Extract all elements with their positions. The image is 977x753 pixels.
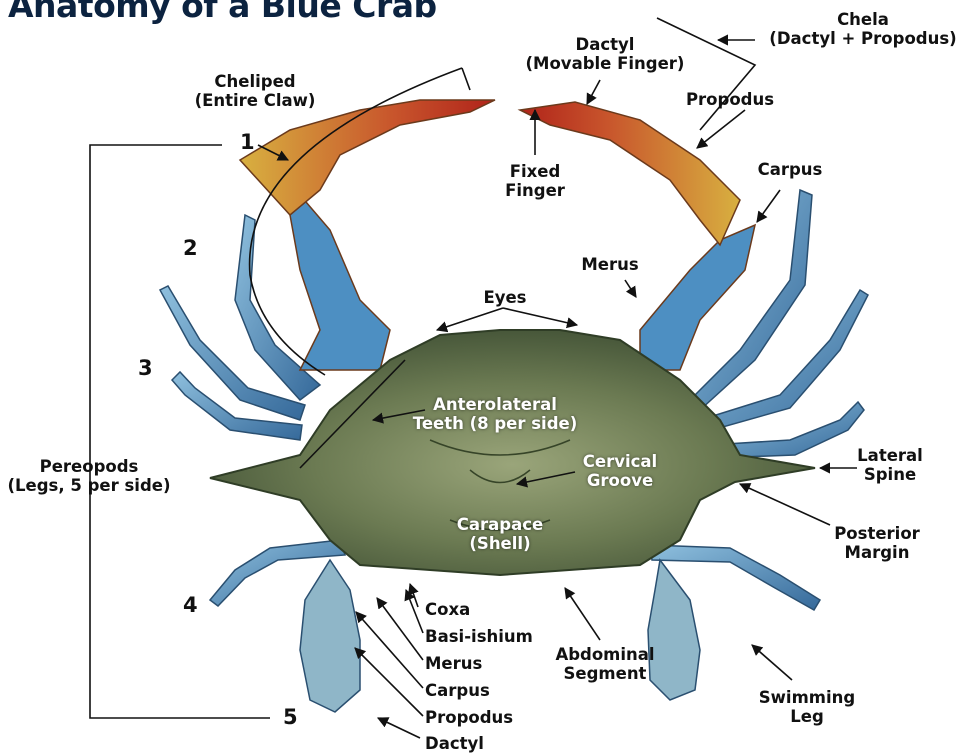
label-fixed-finger-line1: Fixed [490, 162, 580, 181]
label-posterior-margin-line1: Posterior [822, 524, 932, 543]
label-chela-line1: Chela [758, 10, 968, 29]
label-coxa: Coxa [425, 600, 470, 619]
label-dactyl-top-line1: Dactyl [520, 35, 690, 54]
label-fixed-finger-line2: Finger [490, 181, 580, 200]
label-abdominal-segment: Abdominal Segment [545, 645, 665, 683]
label-propodus-top: Propodus [670, 90, 790, 109]
label-carpus-top: Carpus [740, 160, 840, 179]
label-chela: Chela (Dactyl + Propodus) [758, 10, 968, 48]
label-pereopods-line1: Pereopods [0, 457, 178, 476]
label-swimming-leg: Swimming Leg [752, 688, 862, 726]
label-anterolateral-line1: Anterolateral [405, 395, 585, 414]
label-pereopods: Pereopods (Legs, 5 per side) [0, 457, 178, 495]
label-basi-ishium: Basi-ishium [425, 627, 533, 646]
label-posterior-margin-line2: Margin [822, 543, 932, 562]
page-title: Anatomy of a Blue Crab [8, 0, 437, 25]
label-eyes: Eyes [470, 288, 540, 307]
leg-number-3: 3 [138, 356, 153, 380]
label-anterolateral-line2: Teeth (8 per side) [405, 414, 585, 433]
label-carapace: Carapace (Shell) [445, 515, 555, 553]
label-swimming-leg-line1: Swimming [752, 688, 862, 707]
label-fixed-finger: Fixed Finger [490, 162, 580, 200]
label-posterior-margin: Posterior Margin [822, 524, 932, 562]
leg-number-1: 1 [240, 130, 255, 154]
label-cheliped-line2: (Entire Claw) [180, 91, 330, 110]
label-carapace-line1: Carapace [445, 515, 555, 534]
label-abdominal-line1: Abdominal [545, 645, 665, 664]
label-cheliped-line1: Cheliped [180, 72, 330, 91]
label-carpus-leg: Carpus [425, 681, 490, 700]
left-cheliped [240, 100, 495, 370]
leg-number-5: 5 [283, 705, 298, 729]
label-dactyl-leg: Dactyl [425, 734, 484, 753]
label-lateral-spine: Lateral Spine [850, 446, 930, 484]
label-lateral-spine-line2: Spine [850, 465, 930, 484]
label-dactyl-top: Dactyl (Movable Finger) [520, 35, 690, 73]
label-cervical-groove: Cervical Groove [570, 452, 670, 490]
label-pereopods-line2: (Legs, 5 per side) [0, 476, 178, 495]
label-chela-line2: (Dactyl + Propodus) [758, 29, 968, 48]
label-merus-leg: Merus [425, 654, 482, 673]
label-anterolateral-teeth: Anterolateral Teeth (8 per side) [405, 395, 585, 433]
leg-number-4: 4 [183, 593, 198, 617]
label-merus-top: Merus [570, 255, 650, 274]
label-swimming-leg-line2: Leg [752, 707, 862, 726]
label-lateral-spine-line1: Lateral [850, 446, 930, 465]
label-dactyl-top-line2: (Movable Finger) [520, 54, 690, 73]
label-propodus-leg: Propodus [425, 708, 513, 727]
label-carapace-line2: (Shell) [445, 534, 555, 553]
leg-number-2: 2 [183, 236, 198, 260]
label-cervical-line2: Groove [570, 471, 670, 490]
label-abdominal-line2: Segment [545, 664, 665, 683]
label-cervical-line1: Cervical [570, 452, 670, 471]
label-cheliped: Cheliped (Entire Claw) [180, 72, 330, 110]
